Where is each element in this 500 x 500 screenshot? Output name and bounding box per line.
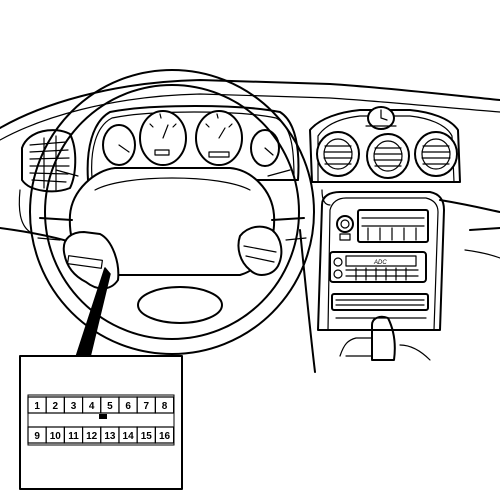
connector-pin-11: 11 xyxy=(63,426,84,444)
connector-pin-12: 12 xyxy=(81,426,102,444)
connector-pin-15: 15 xyxy=(136,426,156,444)
connector-bottom-row: 9 10 11 12 13 14 15 16 xyxy=(27,426,175,444)
connector-pin-7: 7 xyxy=(136,396,156,414)
radio-knob xyxy=(336,215,354,233)
connector-pin-label: 11 xyxy=(68,431,79,442)
center-vent-middle xyxy=(366,133,410,179)
connector-pin-label: 4 xyxy=(89,401,95,412)
connector-pin-label: 14 xyxy=(123,431,135,442)
center-vent-right xyxy=(414,131,458,177)
connector-pin-label: 3 xyxy=(71,401,77,412)
connector-pin-label: 16 xyxy=(159,431,171,442)
connector-pin-label: 6 xyxy=(125,401,131,412)
connector-pin-label: 8 xyxy=(162,401,168,412)
instrument-cluster xyxy=(86,105,300,181)
connector-pin-label: 1 xyxy=(34,401,40,412)
connector-pin-4: 4 xyxy=(81,396,102,414)
dashboard-outline xyxy=(0,79,500,373)
connector-pin-9: 9 xyxy=(27,426,47,444)
connector-pin-label: 13 xyxy=(104,431,116,442)
connector-pin-box xyxy=(154,396,175,414)
connector-pin-16: 16 xyxy=(154,426,175,444)
connector-pin-label: 9 xyxy=(34,431,40,442)
connector-pin-label: 2 xyxy=(53,401,59,412)
steering-wheel xyxy=(29,69,315,355)
connector-pin-box xyxy=(154,426,175,444)
connector-pin-10: 10 xyxy=(45,426,66,444)
center-vent-left xyxy=(316,131,360,177)
connector-pin-label: 15 xyxy=(141,431,153,442)
connector-pin-label: 10 xyxy=(50,431,62,442)
connector-pin-13: 13 xyxy=(100,426,120,444)
connector-pin-1: 1 xyxy=(27,396,47,414)
connector-pin-label: 12 xyxy=(86,431,98,442)
connector-pin-2: 2 xyxy=(45,396,66,414)
connector-pin-8: 8 xyxy=(154,396,175,414)
connector-pin-5: 5 xyxy=(100,396,120,414)
connector-pin-14: 14 xyxy=(118,426,138,444)
radio-display-label: ADC xyxy=(373,260,387,266)
connector-pin-6: 6 xyxy=(118,396,138,414)
connector-pin-3: 3 xyxy=(63,396,84,414)
connector-pin-label: 5 xyxy=(107,401,113,412)
connector-key xyxy=(99,414,107,419)
connector-top-row: 1 2 3 4 5 6 7 8 xyxy=(27,396,175,414)
center-console: ADC xyxy=(309,106,461,361)
connector-pin-label: 7 xyxy=(144,401,150,412)
